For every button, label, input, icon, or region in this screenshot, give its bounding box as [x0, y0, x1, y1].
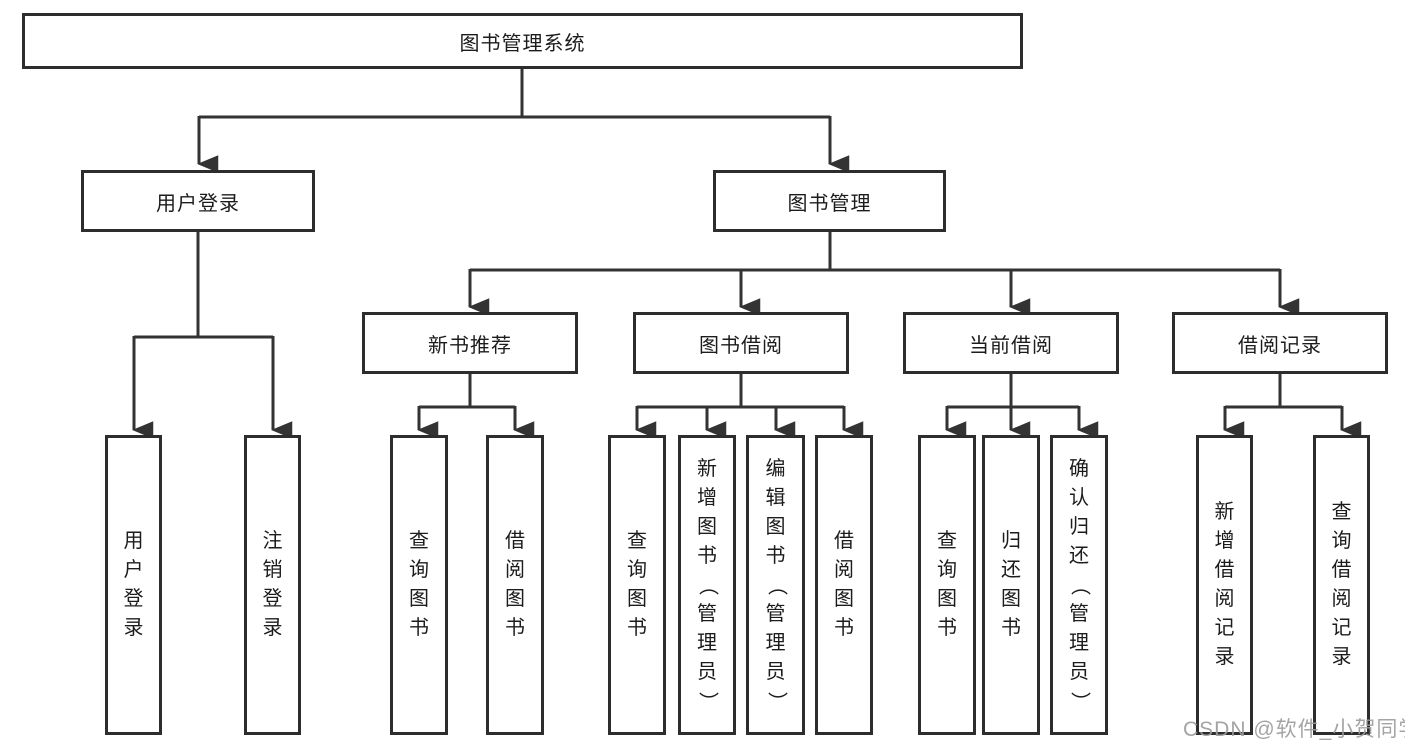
- node-user-login-label: 用户登录: [156, 192, 240, 215]
- leaf-br-query-record: 查询借阅记录: [1313, 435, 1370, 735]
- connector-current-borrow-trunk: [947, 374, 1079, 409]
- leaf-nbr-borrow-books: 借阅图书: [486, 435, 544, 735]
- leaf-cb-query-books: 查询图书: [918, 435, 976, 735]
- node-new-book-recommend: 新书推荐: [362, 312, 578, 374]
- leaf-nbr-query-books-label: 查询图书: [409, 530, 429, 639]
- node-borrow-records: 借阅记录: [1172, 312, 1388, 374]
- leaf-bb-query-books-label: 查询图书: [627, 530, 647, 639]
- connector-book-borrow-trunk: [637, 374, 844, 409]
- leaf-bb-add-books-admin: 新增图书（管理员）: [678, 435, 736, 735]
- csdn-watermark: CSDN @软件_小贺同学: [1183, 718, 1405, 741]
- connector-book-management-trunk: [470, 232, 1280, 272]
- node-book-borrow-label: 图书借阅: [699, 334, 783, 357]
- node-borrow-records-label: 借阅记录: [1238, 334, 1322, 357]
- leaf-cb-return-books-label: 归还图书: [1001, 530, 1021, 639]
- leaf-nbr-query-books: 查询图书: [390, 435, 448, 735]
- node-current-borrow: 当前借阅: [903, 312, 1119, 374]
- leaf-user-login-label: 用户登录: [123, 530, 144, 639]
- leaf-nbr-borrow-books-label: 借阅图书: [505, 530, 525, 639]
- node-new-book-recommend-label: 新书推荐: [428, 334, 512, 357]
- node-root-label: 图书管理系统: [459, 32, 586, 55]
- node-user-login: 用户登录: [81, 170, 315, 232]
- leaf-cb-query-books-label: 查询图书: [937, 530, 957, 639]
- leaf-logout-login: 注销登录: [244, 435, 301, 735]
- leaf-br-add-record-label: 新增借阅记录: [1214, 501, 1235, 668]
- leaf-logout-login-label: 注销登录: [262, 530, 283, 639]
- leaf-bb-borrow-books-label: 借阅图书: [834, 530, 854, 639]
- node-current-borrow-label: 当前借阅: [969, 334, 1053, 357]
- leaf-cb-confirm-return-admin-label: 确认归还（管理员）: [1068, 457, 1091, 712]
- node-book-management-label: 图书管理: [787, 192, 872, 215]
- connector-user-login-trunk: [134, 232, 273, 339]
- connector-new-book-trunk: [419, 374, 515, 409]
- leaf-br-add-record: 新增借阅记录: [1196, 435, 1253, 735]
- leaf-bb-borrow-books: 借阅图书: [815, 435, 873, 735]
- leaf-bb-query-books: 查询图书: [608, 435, 666, 735]
- node-root: 图书管理系统: [22, 13, 1023, 69]
- connector-borrow-records-trunk: [1225, 374, 1342, 409]
- node-book-borrow: 图书借阅: [633, 312, 849, 374]
- leaf-bb-edit-books-admin-label: 编辑图书（管理员）: [765, 457, 787, 712]
- leaf-cb-confirm-return-admin: 确认归还（管理员）: [1050, 435, 1108, 735]
- leaf-br-query-record-label: 查询借阅记录: [1331, 501, 1352, 668]
- leaf-bb-edit-books-admin: 编辑图书（管理员）: [746, 435, 805, 735]
- connector-root-trunk: [199, 69, 830, 119]
- node-book-management: 图书管理: [713, 170, 946, 232]
- leaf-cb-return-books: 归还图书: [982, 435, 1040, 735]
- leaf-bb-add-books-admin-label: 新增图书（管理员）: [696, 457, 719, 712]
- leaf-user-login: 用户登录: [105, 435, 162, 735]
